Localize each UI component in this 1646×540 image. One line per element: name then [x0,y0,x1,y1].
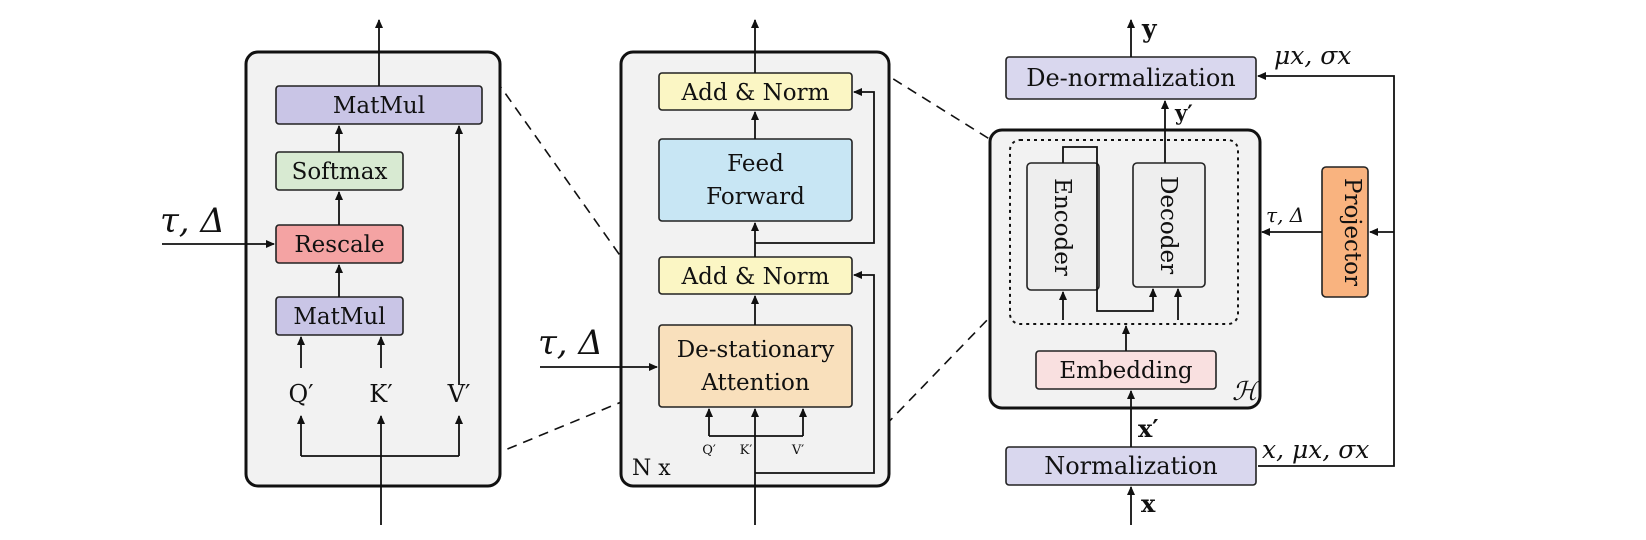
y-prime-label: y′ [1174,100,1193,125]
encoder-layer-panel: Add & Norm Feed Forward Add & Norm De-st… [538,19,891,525]
h-label: ℋ [1232,377,1262,407]
x-label: x [1141,489,1156,518]
destationary-attention-label-1: De-stationary [677,337,835,363]
residual-bottom [755,271,875,474]
encoder-label: Encoder [1049,178,1075,276]
x-prime-label: x′ [1138,414,1159,443]
add-norm-bottom-label: Add & Norm [681,264,830,290]
add-norm-top-label: Add & Norm [681,80,830,106]
stats-line [1257,72,1395,467]
coder-dotted-region [1009,139,1239,325]
matmul-top-label: MatMul [333,93,425,119]
model-panel: De-normalization y Encoder Decoder y′ Em… [988,14,1395,525]
denorm-label: De-normalization [1026,64,1236,92]
destationary-attention-label-2: Attention [700,370,810,396]
rescale-label: Rescale [294,232,384,258]
residual-top [755,88,875,244]
normalization-label: Normalization [1044,452,1218,480]
embedding-label: Embedding [1059,358,1193,384]
softmax-label: Softmax [292,159,388,185]
zoom-line-top-left [475,51,661,313]
mu-sigma-label: μx, σx [1274,41,1351,70]
projector-label: Projector [1339,178,1365,286]
v-label: V′ [447,380,471,408]
decoder-box [1132,162,1206,288]
v-small-label: V′ [791,443,804,458]
tau-delta-label-3: τ, Δ [1266,203,1304,227]
decoder-label: Decoder [1155,176,1181,274]
q-label: Q′ [288,380,313,408]
attention-detail-panel: MatMul Softmax Rescale MatMul Q′ K′ V′ τ… [160,19,502,525]
q-small-label: Q′ [702,443,716,458]
feed-forward-label-1: Feed [727,151,784,177]
tau-delta-label-2: τ, Δ [538,323,603,363]
x-mu-sigma-label: x, μx, σx [1262,435,1369,464]
k-small-label: K′ [740,443,753,458]
y-label: y [1141,14,1158,43]
matmul-bottom-label: MatMul [293,304,385,330]
encoder-to-decoder-line [1062,146,1157,312]
feed-forward-label-2: Forward [706,184,805,210]
tau-delta-label-1: τ, Δ [160,201,225,241]
k-label: K′ [369,380,392,408]
repeat-label: N x [632,456,671,481]
